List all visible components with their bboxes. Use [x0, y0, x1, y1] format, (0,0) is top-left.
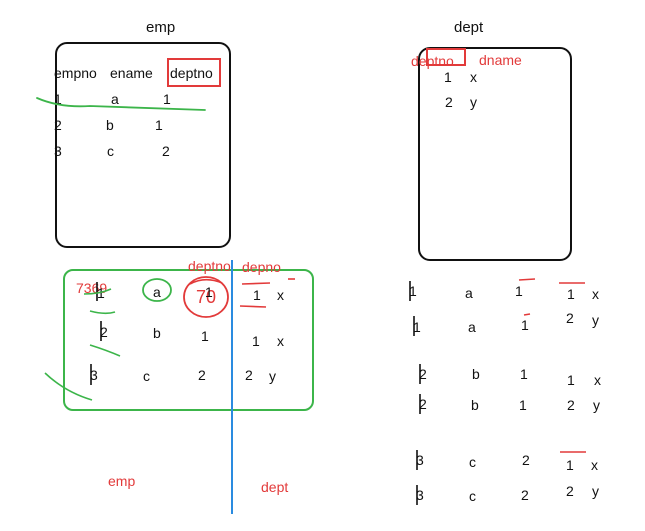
join-row2-depno: 1: [252, 333, 260, 349]
emp-header-ename: ename: [110, 65, 153, 81]
cart-row4-dname: y: [593, 397, 600, 413]
cart-row6-empno: 3: [416, 487, 424, 503]
emp-header-deptno: deptno: [170, 65, 213, 81]
cart-row3-ename: b: [472, 366, 480, 382]
cart-row3-depno: 1: [567, 372, 575, 388]
join-label-dept: dept: [261, 479, 289, 495]
dept-row1-dname: x: [470, 69, 477, 85]
join-row3-deptno: 2: [198, 367, 206, 383]
cart-row5-dname: x: [591, 457, 598, 473]
cart-row1-ename: a: [465, 285, 473, 301]
join-row3-empno: 3: [90, 367, 98, 383]
join-row3-ename: c: [143, 368, 150, 384]
cart-row1-dname: x: [592, 286, 599, 302]
dept-row2-dname: y: [470, 94, 477, 110]
annotation-70: 70: [196, 287, 217, 307]
emp-row3-ename: c: [107, 143, 114, 159]
cart-row1-deptno: 1: [515, 283, 523, 299]
join-header-depno: depno: [242, 259, 281, 275]
cart-row5-ename: c: [469, 454, 476, 470]
cart-row4-deptno: 1: [519, 397, 527, 413]
join-row3-dname: y: [269, 368, 276, 384]
emp-header-empno: empno: [54, 65, 97, 81]
cart-row5-depno: 1: [566, 457, 574, 473]
dept-row1-deptno: 1: [444, 69, 452, 85]
annotation-7369: 7369: [76, 280, 108, 296]
cart-row5-deptno: 2: [522, 452, 530, 468]
cart-row1-depno: 1: [567, 286, 575, 302]
green-circle-ename: [142, 278, 172, 302]
join-row1-ename: a: [153, 284, 161, 300]
cart-row4-ename: b: [471, 397, 479, 413]
dept-deptno-highlight: [426, 48, 466, 66]
join-row2-deptno: 1: [201, 328, 209, 344]
dept-table-box: [418, 47, 572, 261]
cart-row2-ename: a: [468, 319, 476, 335]
cart-row2-depno: 2: [566, 310, 574, 326]
cart-row3-dname: x: [594, 372, 601, 388]
join-result-box: [63, 269, 314, 411]
dept-header-deptno: deptno: [411, 53, 454, 69]
join-row1-depno: 1: [253, 287, 261, 303]
cart-row2-empno: 1: [413, 319, 421, 335]
cart-row6-dname: y: [592, 483, 599, 499]
cart-row2-dname: y: [592, 312, 599, 328]
emp-title: emp: [146, 19, 176, 36]
cart-row6-deptno: 2: [521, 487, 529, 503]
join-row1-deptno: 1: [205, 284, 213, 300]
emp-row1-deptno: 1: [163, 91, 171, 107]
cart-row4-depno: 2: [567, 397, 575, 413]
cart-row5-empno: 3: [416, 452, 424, 468]
emp-row2-empno: 2: [54, 117, 62, 133]
join-row3-depno: 2: [245, 367, 253, 383]
cart-row3-empno: 2: [419, 366, 427, 382]
join-row2-empno: 2: [100, 324, 108, 340]
join-row2-ename: b: [153, 325, 161, 341]
join-header-deptno: deptno: [188, 258, 231, 274]
emp-table-box: [55, 42, 231, 248]
red-circle-deptno: [183, 276, 229, 318]
cart-row4-empno: 2: [419, 396, 427, 412]
cart-row1-empno: 1: [409, 283, 417, 299]
dept-title: dept: [454, 19, 484, 36]
join-label-emp: emp: [108, 473, 136, 489]
cart-row3-deptno: 1: [520, 366, 528, 382]
emp-row3-empno: 3: [54, 143, 62, 159]
emp-row2-deptno: 1: [155, 117, 163, 133]
emp-row2-ename: b: [106, 117, 114, 133]
emp-row1-empno: 1: [54, 91, 62, 107]
cart-row2-deptno: 1: [521, 317, 529, 333]
green-strike-emp-row: [36, 97, 206, 111]
cart-row6-ename: c: [469, 488, 476, 504]
dept-header-dname: dname: [479, 52, 522, 68]
dept-row2-deptno: 2: [445, 94, 453, 110]
emp-deptno-highlight: [167, 58, 221, 87]
join-row1-dname: x: [277, 287, 284, 303]
emp-row1-ename: a: [111, 91, 119, 107]
join-row2-dname: x: [277, 333, 284, 349]
emp-row3-deptno: 2: [162, 143, 170, 159]
cart-row6-depno: 2: [566, 483, 574, 499]
